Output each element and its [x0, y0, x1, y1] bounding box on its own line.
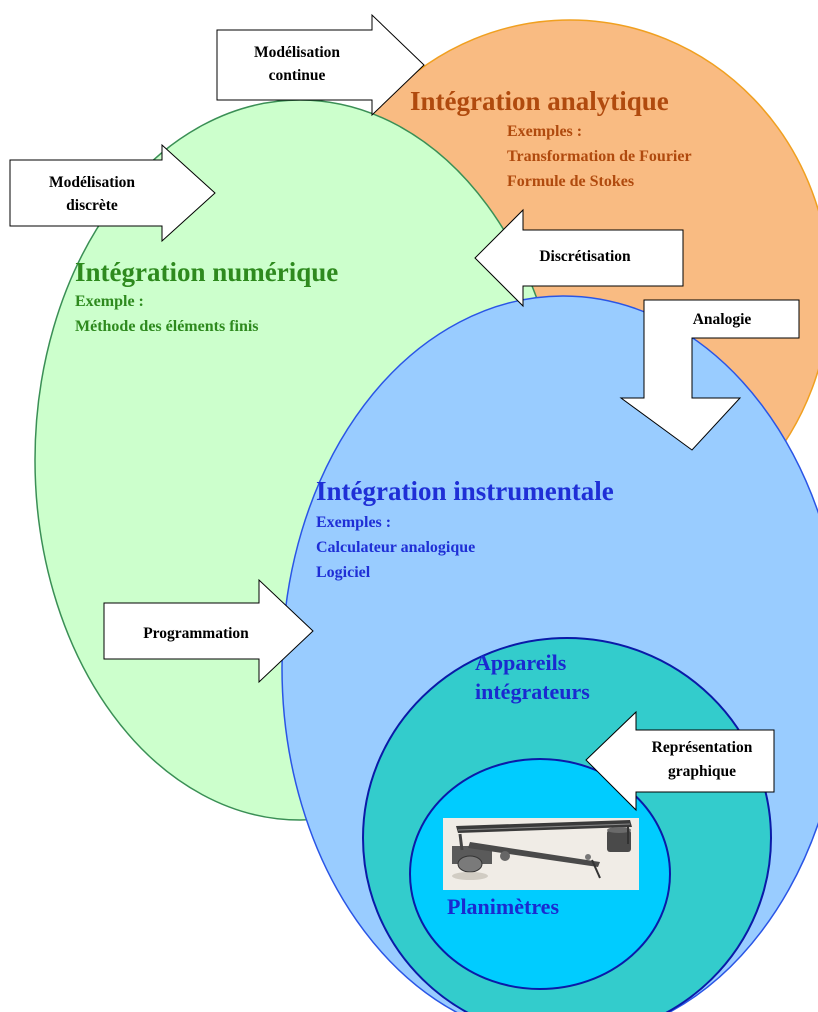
analytique-example-1: Transformation de Fourier — [507, 148, 692, 165]
arrow-modelisation-discrete: Modélisation discrète — [9, 143, 216, 243]
planimeter-image — [443, 818, 639, 890]
analytique-examples-label: Exemples : — [507, 123, 582, 140]
arrow-modelisation-continue-line-1: Modélisation — [254, 44, 340, 61]
arrow-modelisation-discrete-line-1: Modélisation — [49, 174, 135, 191]
arrow-representation-graphique-line-2: graphique — [668, 763, 736, 780]
arrow-programmation-label: Programmation — [143, 625, 249, 642]
arrow-representation-graphique-line-1: Représentation — [652, 739, 753, 756]
appareils-line-2: intégrateurs — [475, 679, 590, 704]
instrumentale-title: Intégration instrumentale — [316, 476, 614, 506]
arrow-analogie: Analogie — [619, 299, 800, 451]
planimetres-label: Planimètres — [447, 894, 559, 919]
appareils-line-1: Appareils — [475, 650, 567, 675]
instrumentale-example-2: Logiciel — [316, 564, 371, 581]
arrow-discretisation: Discrétisation — [474, 208, 684, 308]
numerique-title: Intégration numérique — [75, 257, 338, 287]
analytique-title: Intégration analytique — [410, 86, 669, 116]
arrow-modelisation-discrete-line-2: discrète — [66, 197, 118, 214]
arrow-representation-graphique: Représentation graphique — [585, 710, 775, 812]
instrumentale-examples-label: Exemples : — [316, 514, 391, 531]
analytique-example-2: Formule de Stokes — [507, 173, 634, 190]
arrow-discretisation-label: Discrétisation — [539, 248, 631, 265]
arrow-modelisation-continue-line-2: continue — [269, 67, 326, 84]
numerique-examples-label: Exemple : — [75, 293, 144, 310]
arrow-modelisation-continue: Modélisation continue — [216, 13, 425, 117]
arrow-analogie-label: Analogie — [693, 311, 752, 328]
instrumentale-example-1: Calculateur analogique — [316, 539, 475, 556]
arrow-programmation: Programmation — [103, 578, 314, 684]
numerique-example-1: Méthode des éléments finis — [75, 318, 259, 335]
